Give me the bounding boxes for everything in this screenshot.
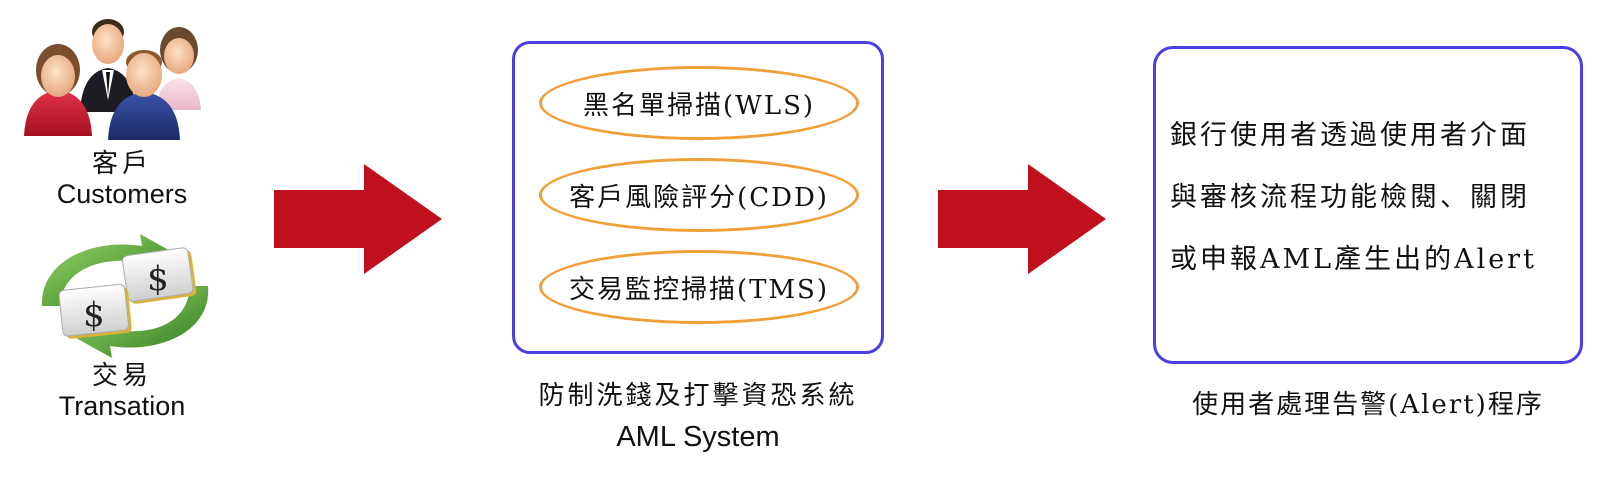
customers-label-en: Customers	[56, 179, 188, 210]
aml-item-tms-label: 交易監控掃描(TMS)	[568, 274, 830, 305]
transaction-label-en: Transation	[58, 391, 186, 422]
user-process-line-3: 或申報AML產生出的Alert	[1170, 244, 1537, 275]
customers-label-zh: 客戶	[91, 149, 152, 179]
transaction-label-zh: 交易	[91, 361, 152, 391]
flow-arrow-2	[938, 164, 1106, 278]
user-process-line-2: 與審核流程功能檢閱、關閉	[1170, 182, 1530, 213]
transaction-caption: 交易 Transation	[22, 361, 222, 422]
aml-item-wls: 黑名單掃描(WLS)	[539, 66, 859, 140]
people-group-icon	[22, 12, 222, 142]
dollar-sign-front: $	[83, 295, 105, 335]
user-process-caption: 使用者處理告警(Alert)程序	[1192, 390, 1544, 420]
dollar-exchange-icon: $ $	[30, 232, 220, 360]
customers-caption: 客戶 Customers	[22, 149, 222, 210]
aml-system-box: 黑名單掃描(WLS) 客戶風險評分(CDD) 交易監控掃描(TMS)	[512, 41, 884, 354]
user-process-box: 銀行使用者透過使用者介面 與審核流程功能檢閱、關閉 或申報AML產生出的Aler…	[1153, 46, 1583, 364]
aml-system-caption: 防制洗錢及打擊資恐系統 AML System	[512, 378, 884, 458]
aml-caption-zh: 防制洗錢及打擊資恐系統	[538, 381, 858, 411]
aml-caption-en: AML System	[616, 420, 780, 453]
aml-item-cdd-label: 客戶風險評分(CDD)	[569, 182, 829, 213]
aml-item-tms: 交易監控掃描(TMS)	[539, 250, 859, 324]
flow-arrow-1	[274, 164, 442, 278]
dollar-sign-back: $	[147, 259, 169, 299]
aml-item-cdd: 客戶風險評分(CDD)	[539, 158, 859, 232]
aml-item-wls-label: 黑名單掃描(WLS)	[582, 90, 816, 121]
user-process-line-1: 銀行使用者透過使用者介面	[1170, 120, 1530, 151]
